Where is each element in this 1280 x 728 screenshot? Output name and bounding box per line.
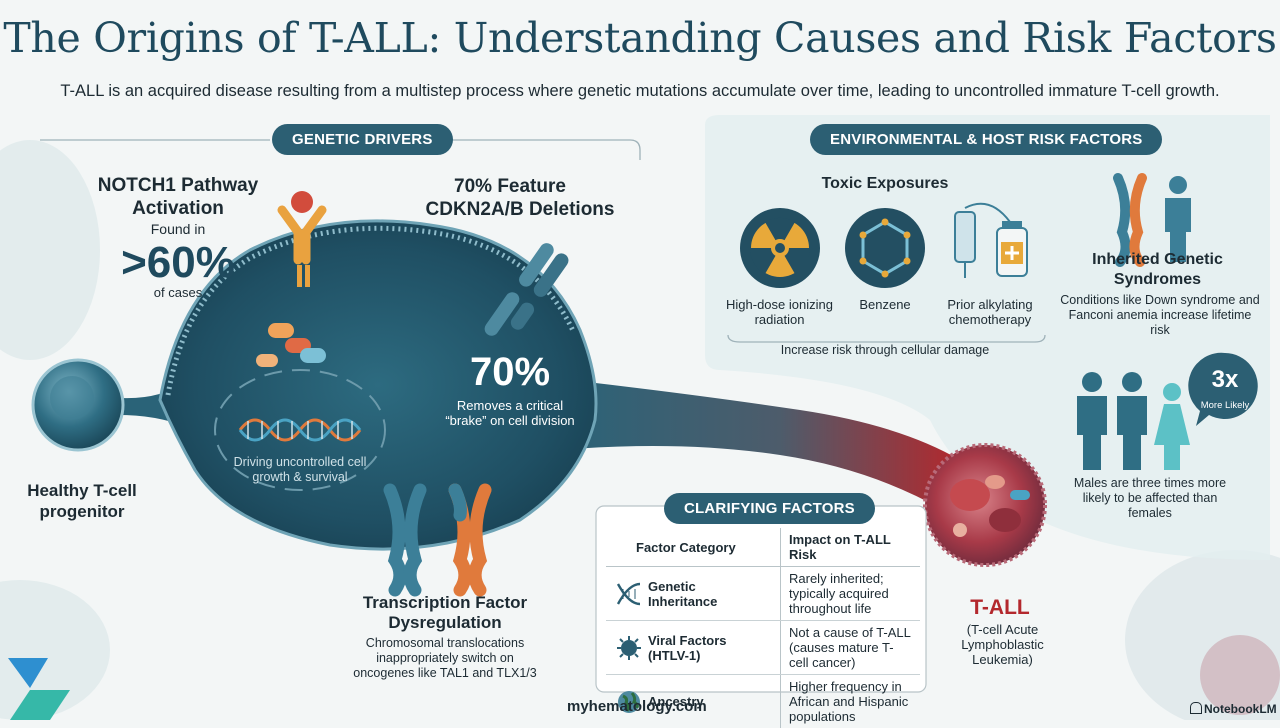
notch1-percentage: >60% [108, 240, 248, 286]
tf-description: Chromosomal translocations inappropriate… [350, 636, 540, 681]
benzene-label: Benzene [835, 297, 935, 312]
environmental-pill: ENVIRONMENTAL & HOST RISK FACTORS [810, 124, 1162, 155]
genetic-drivers-pill: GENETIC DRIVERS [272, 124, 453, 155]
cdkn-description: Removes a critical “brake” on cell divis… [440, 398, 580, 428]
cdkn-percentage: 70% [440, 350, 580, 395]
factor-cell: Genetic Inheritance [606, 567, 781, 621]
inherited-title: Inherited Genetic Syndromes [1075, 250, 1240, 290]
impact-cell: Rarely inherited; typically acquired thr… [781, 567, 921, 621]
male-more-likely: More Likely [1190, 400, 1260, 411]
tall-title: T-ALL [950, 596, 1050, 620]
cdkn-title-line1: 70% Feature [400, 176, 620, 198]
notch1-found-in: Found in [138, 222, 218, 237]
tf-title: Transcription Factor Dysregulation [345, 593, 545, 633]
cdkn-title-line2: CDKN2A/B Deletions [400, 199, 640, 221]
factor-row: Viral Factors (HTLV-1) Not a cause of T-A… [606, 621, 920, 675]
impact-cell: Not a cause of T-ALL (causes mature T-ce… [781, 621, 921, 675]
radiation-label: High-dose ionizing radiation [722, 297, 837, 327]
virus-icon [614, 634, 644, 662]
notebooklm-icon [1190, 702, 1202, 714]
tall-description: (T-cell Acute Lymphoblastic Leukemia) [935, 622, 1070, 667]
page-title: The Origins of T-ALL: Understanding Caus… [0, 14, 1280, 62]
clarifying-pill: CLARIFYING FACTORS [664, 493, 875, 524]
footer-site: myhematology.com [567, 698, 707, 715]
factor-label: Viral Factors (HTLV-1) [648, 633, 738, 663]
page-subtitle: T-ALL is an acquired disease resulting f… [0, 82, 1280, 101]
factor-label: Genetic Inheritance [648, 579, 738, 609]
dna-caption: Driving uncontrolled cell growth & survi… [230, 455, 370, 485]
notebooklm-label: NotebookLM [1204, 702, 1277, 716]
factor-cell: Viral Factors (HTLV-1) [606, 621, 781, 675]
male-ratio: 3x [1195, 366, 1255, 394]
factor-row: Genetic Inheritance Rarely inherited; typ… [606, 567, 920, 621]
male-description: Males are three times more likely to be … [1070, 476, 1230, 521]
col-impact: Impact on T-ALL Risk [781, 528, 921, 567]
notebooklm-brand: NotebookLM [1190, 702, 1277, 716]
col-factor-category: Factor Category [606, 528, 781, 567]
dna-icon [614, 580, 644, 608]
toxic-exposures-title: Toxic Exposures [790, 175, 980, 193]
healthy-cell-label: Healthy T-cell progenitor [12, 480, 152, 522]
notch1-title: NOTCH1 Pathway Activation [88, 174, 268, 220]
inherited-description: Conditions like Down syndrome and Fancon… [1060, 293, 1260, 338]
chemo-label: Prior alkylating chemotherapy [940, 297, 1040, 327]
notch1-of-cases: of cases [138, 285, 218, 300]
toxic-note: Increase risk through cellular damage [760, 343, 1010, 358]
